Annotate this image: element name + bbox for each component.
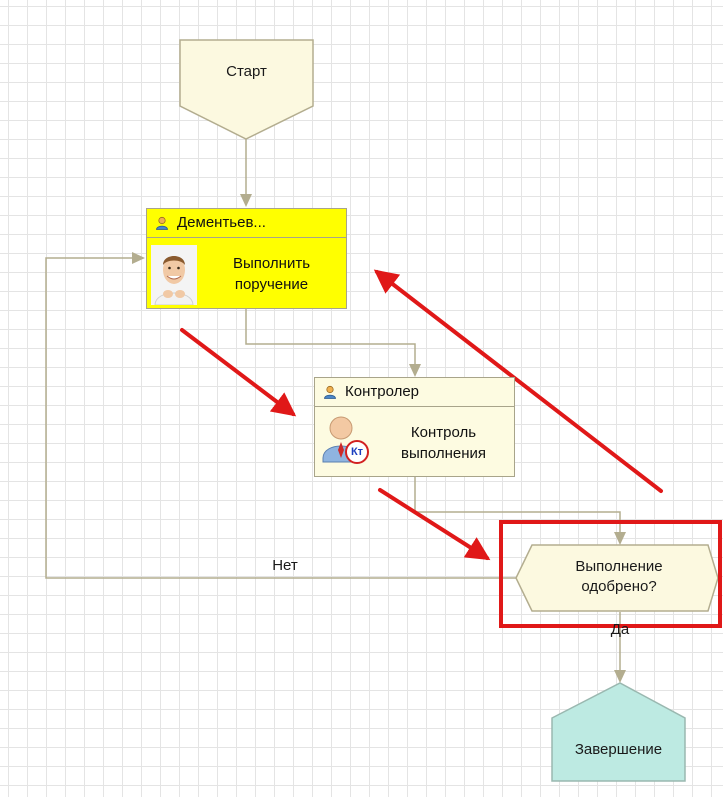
decision-shape[interactable] bbox=[515, 544, 719, 612]
connector-start-to-task bbox=[240, 139, 252, 207]
connector-task-to-control bbox=[245, 309, 421, 377]
connector-yes-to-end bbox=[614, 612, 626, 683]
task-title-line1: Выполнить bbox=[232, 255, 311, 272]
task-execute-assignment[interactable]: Дементьев... Выполнить поручение bbox=[146, 208, 347, 309]
task-performer-name: Дементьев... bbox=[177, 214, 266, 231]
task-title-line2: выполнения bbox=[400, 445, 487, 462]
task-control-execution[interactable]: Контролер Кт Контроль выполнения bbox=[314, 377, 515, 477]
user-icon bbox=[324, 385, 336, 399]
controller-icon bbox=[322, 416, 369, 464]
user-icon bbox=[156, 216, 168, 230]
task-controller-name: Контролер bbox=[345, 383, 420, 400]
edge-label-no: Нет bbox=[272, 557, 298, 574]
decision-highlight-box bbox=[499, 520, 722, 628]
task-title-line2: поручение bbox=[234, 276, 309, 293]
end-label: Завершение bbox=[574, 741, 663, 758]
person-photo-icon bbox=[151, 245, 197, 305]
decision-label: Выполнение одобрено? bbox=[527, 557, 711, 597]
decision-label-line1: Выполнение bbox=[575, 558, 663, 575]
end-shape[interactable] bbox=[551, 682, 686, 782]
red-arrow-back-to-task bbox=[373, 269, 663, 493]
connector-control-to-decision bbox=[414, 477, 626, 545]
controller-badge: Кт bbox=[350, 446, 364, 458]
edge-label-yes: Да bbox=[610, 621, 630, 638]
decision-label-line2: одобрено? bbox=[581, 578, 657, 595]
connector-no-loop bbox=[45, 252, 516, 579]
task-controller-header: Контролер bbox=[315, 378, 514, 407]
red-arrow-control-to-decision bbox=[378, 488, 491, 561]
task-body: Кт Контроль выполнения bbox=[315, 406, 514, 476]
task-performer-header: Дементьев... bbox=[147, 209, 346, 238]
task-title-line1: Контроль bbox=[410, 424, 477, 441]
start-label: Старт bbox=[226, 63, 267, 80]
start-shape[interactable] bbox=[179, 39, 314, 140]
red-arrow-task-to-control bbox=[180, 328, 297, 417]
task-body: Выполнить поручение bbox=[147, 237, 346, 308]
